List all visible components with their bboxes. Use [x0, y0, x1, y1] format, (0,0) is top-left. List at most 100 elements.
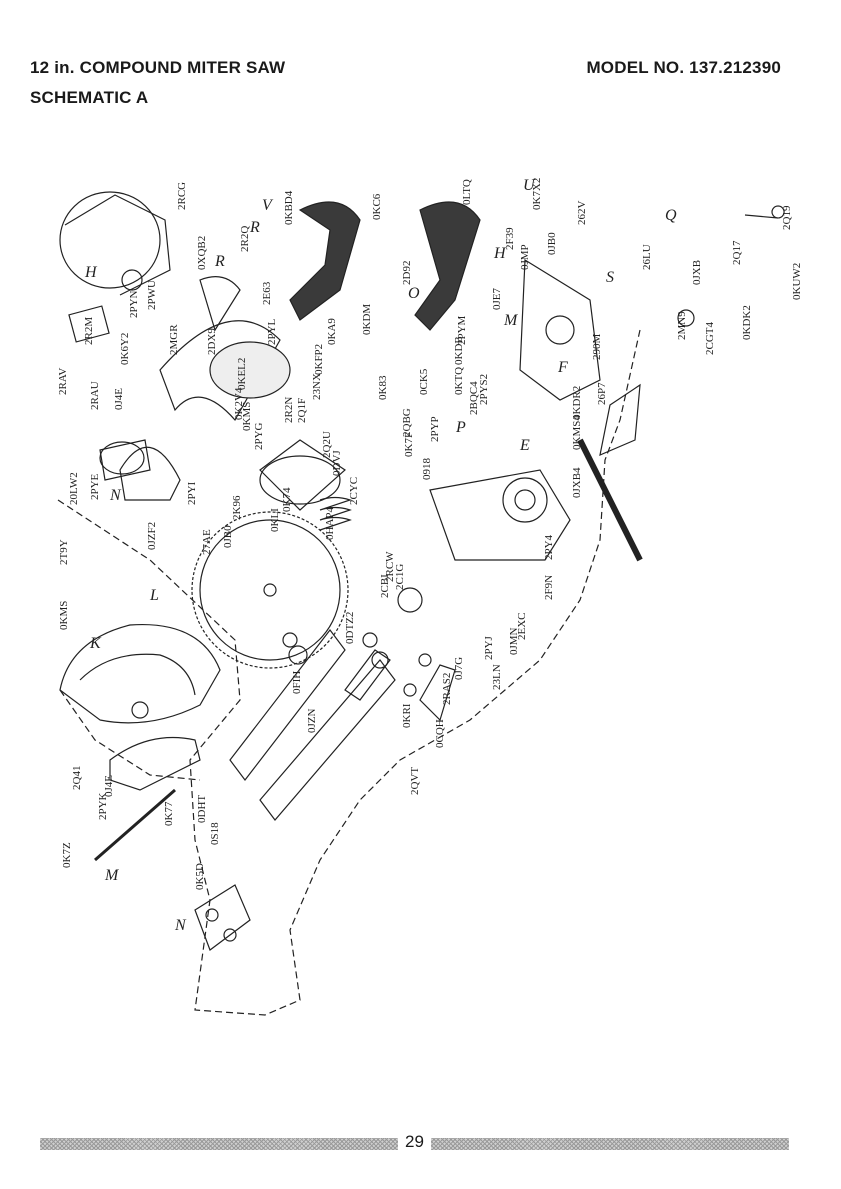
part-label: 2PWU — [146, 280, 158, 310]
arbor-flange — [259, 455, 341, 505]
part-label: 23NX — [311, 373, 323, 400]
part-label: 0K2V4 — [233, 387, 245, 420]
part-label: 0K7F — [403, 432, 415, 457]
part-label: 0JB0 — [222, 525, 234, 548]
slide-tube-1 — [229, 629, 346, 781]
part-label: 2PYL — [266, 318, 278, 345]
part-label: 2Q17 — [731, 240, 743, 265]
part-label: 23LN — [491, 664, 503, 690]
part-label: 0JZF2 — [146, 522, 158, 550]
part-label: 2PYE — [89, 473, 101, 500]
svg-text:E: E — [519, 437, 530, 454]
part-label: 0XQB2 — [196, 236, 208, 270]
part-label: 2PYN — [128, 290, 140, 318]
part-label: 2F39 — [504, 227, 516, 250]
part-label: 0K7Z — [61, 842, 73, 868]
part-label: 262V — [576, 201, 588, 226]
svg-text:R: R — [214, 253, 225, 270]
part-label: 0JMN — [508, 627, 520, 655]
part-label: 0K6Y2 — [119, 333, 131, 365]
svg-text:Q: Q — [665, 207, 677, 224]
part-label: 0KTQ — [453, 367, 465, 395]
part-label: 2QVT — [409, 767, 421, 795]
part-label: 0K5D — [194, 863, 206, 890]
part-label: 0DTZ2 — [344, 612, 356, 644]
part-label: 0J4E — [103, 775, 115, 797]
footer-bar-left — [40, 1138, 398, 1150]
svg-text:M: M — [503, 312, 519, 329]
part-label: 0JXB — [691, 260, 703, 285]
part-label: 2Q19 — [781, 205, 793, 230]
part-label: 2D92 — [401, 261, 413, 285]
brush-cap — [99, 441, 145, 475]
part-label: 2C1G — [394, 564, 406, 590]
part-label: 0KDB — [453, 336, 465, 365]
part-label: 0KA9 — [326, 318, 338, 345]
rod — [94, 788, 176, 862]
part-label: 2PYJ — [483, 635, 495, 660]
page-footer: 29 — [40, 1132, 789, 1156]
part-label: 0918 — [421, 458, 433, 481]
part-label: 2PYM — [456, 315, 468, 345]
part-label: 26P7 — [596, 382, 608, 405]
part-label: 2Q2U — [321, 431, 333, 458]
part-label: 0FIH — [291, 671, 303, 694]
part-label: 0S18 — [209, 822, 221, 845]
part-label: 2F9N — [543, 575, 555, 600]
svg-text:L: L — [149, 587, 159, 604]
page-number: 29 — [405, 1132, 424, 1151]
part-label: 2MGR — [168, 324, 180, 355]
part-label: 0K7X2 — [531, 178, 543, 210]
part-label: 0CQH — [434, 719, 446, 748]
part-label: 290M — [591, 334, 603, 361]
lower-guard — [59, 623, 221, 724]
part-label: 2T9Y — [58, 539, 70, 565]
part-label: 0JB0 — [546, 232, 558, 255]
svg-text:H: H — [84, 264, 98, 281]
svg-text:V: V — [262, 197, 274, 214]
part-label: 0KBD4 — [283, 190, 295, 225]
part-label: 2PYK — [97, 792, 109, 820]
pivot-arm — [429, 469, 571, 561]
svg-text:O: O — [408, 285, 420, 302]
part-label: 2DX9 — [206, 328, 218, 355]
part-label: 0KUW2 — [791, 263, 803, 300]
part-label: 0KLI — [269, 508, 281, 532]
part-label: 0J4E — [113, 388, 125, 410]
svg-text:H: H — [493, 245, 507, 262]
part-label: 0KRI — [401, 703, 413, 728]
part-label: 2PYP — [429, 416, 441, 442]
motor-housing — [59, 191, 161, 289]
part-label: 0KC6 — [371, 193, 383, 220]
upper-guard — [159, 320, 281, 422]
part-label: 2CGT4 — [704, 322, 716, 356]
saw-blade — [191, 511, 349, 669]
part-label: 26LU — [641, 244, 653, 270]
svg-text:N: N — [109, 487, 122, 504]
part-label: 2RAV — [57, 368, 69, 395]
part-label: 2PY4 — [543, 534, 555, 560]
part-label: 20LW2 — [68, 472, 80, 505]
part-label: 27AE — [201, 529, 213, 555]
part-label: 0KDM — [361, 304, 373, 335]
part-label: 0JMP — [519, 244, 531, 270]
slide-tube-2 — [259, 659, 396, 821]
part-label: 2PYG — [253, 422, 265, 450]
base-block — [194, 884, 251, 951]
rear-bracket — [519, 258, 601, 401]
handle — [289, 201, 361, 321]
part-label: 2CYC — [348, 477, 360, 505]
spring — [319, 496, 352, 531]
part-label: 2RAU — [89, 381, 101, 410]
part-label: 2R2N — [283, 397, 295, 423]
svg-text:F: F — [557, 359, 568, 376]
part-label: 0J7G — [453, 657, 465, 680]
part-label: 2BQC4 — [468, 381, 480, 415]
part-label: 0KDR2 — [571, 386, 583, 420]
part-label: 2RCW — [384, 551, 396, 582]
part-label: 0CK5 — [418, 368, 430, 395]
footer-bar-right — [431, 1138, 789, 1150]
part-label: 2E63 — [261, 281, 273, 305]
part-label: 0HAP4 — [324, 506, 336, 540]
